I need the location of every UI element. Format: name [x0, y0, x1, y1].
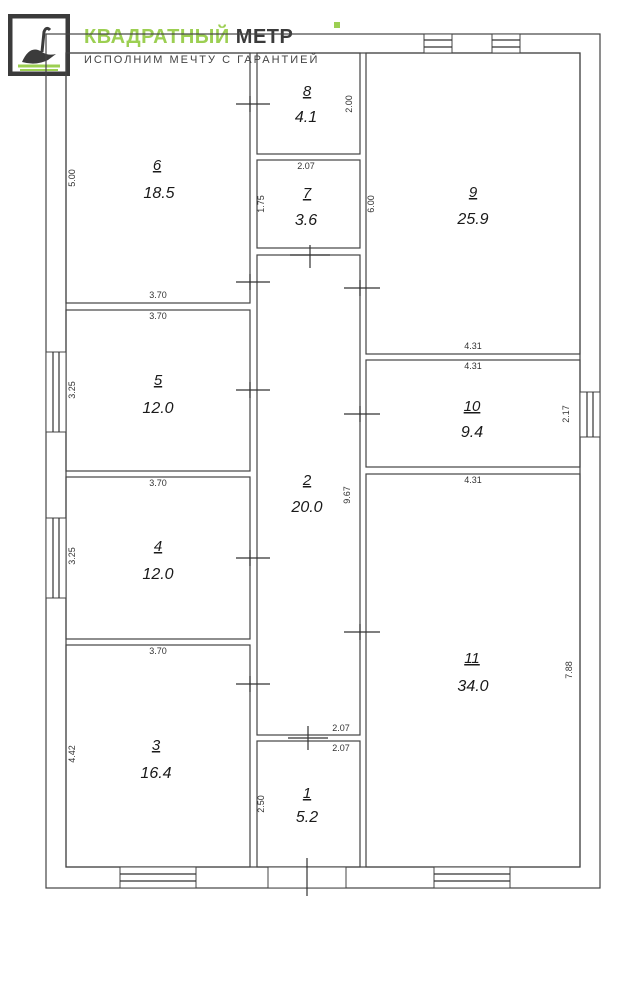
- room-11-outline: [365, 473, 581, 868]
- window-right-room-10: [579, 391, 601, 438]
- room-6-area: 18.5: [143, 185, 174, 202]
- room-10-number: 10: [464, 398, 481, 415]
- room-2-area: 20.0: [290, 499, 322, 516]
- dim-room-5-width: 3.70: [149, 311, 167, 321]
- brand-name: КВАДРАТНЫЙ МЕТР: [84, 26, 293, 49]
- window-bottom-room-3: [119, 866, 197, 889]
- room-1-number: 1: [303, 785, 311, 802]
- room-7-outline: [256, 159, 361, 249]
- brand-dot-icon: [334, 22, 340, 28]
- brand-name-part1: КВАДРАТНЫЙ: [84, 26, 230, 48]
- dim-room-11-width: 4.31: [464, 475, 482, 485]
- room-7-number: 7: [303, 185, 312, 202]
- dim-room-1-height: 2.50: [256, 795, 266, 813]
- stork-logo-icon: [8, 14, 70, 76]
- room-4-number: 4: [154, 538, 162, 555]
- dim-room-7-height: 1.75: [256, 195, 266, 213]
- room-9-area: 25.9: [456, 211, 488, 228]
- dim-room-10-width: 4.31: [464, 361, 482, 371]
- windows: [45, 33, 601, 889]
- window-top-left: [423, 33, 453, 54]
- room-1-outline: [256, 740, 361, 868]
- room-5-number: 5: [154, 372, 163, 389]
- dim-room-3-height: 4.42: [67, 745, 77, 763]
- room-10-area: 9.4: [461, 424, 483, 441]
- dim-room-6-width: 3.70: [149, 290, 167, 300]
- room-3-area: 16.4: [140, 765, 171, 782]
- window-bottom-room-11: [433, 866, 511, 889]
- dim-room-4-width: 3.70: [149, 478, 167, 488]
- room-3-number: 3: [152, 737, 161, 754]
- dim-room-2-height: 9.67: [342, 486, 352, 504]
- room-9-number: 9: [469, 184, 478, 201]
- room-4-outline: [65, 476, 251, 640]
- room-8-area: 4.1: [295, 109, 317, 126]
- dim-room-9-height: 6.00: [366, 195, 376, 213]
- window-left-room-4: [45, 517, 67, 599]
- dim-room-3-width: 3.70: [149, 646, 167, 656]
- dim-room-9-width: 4.31: [464, 341, 482, 351]
- room-8-number: 8: [303, 83, 312, 100]
- dim-room-7-width: 2.07: [297, 161, 315, 171]
- room-9-outline: [365, 52, 581, 355]
- outer-wall-outline: [45, 33, 601, 889]
- inner-wall-outline: [65, 52, 581, 868]
- dim-room-2-width: 2.07: [332, 723, 350, 733]
- room-6-number: 6: [153, 157, 162, 174]
- dim-room-1-width: 2.07: [332, 743, 350, 753]
- room-6-outline: [65, 52, 251, 304]
- dim-room-4-height: 3.25: [67, 547, 77, 565]
- room-7-area: 3.6: [295, 212, 317, 229]
- room-5-area: 12.0: [142, 400, 173, 417]
- dim-room-11-height: 7.88: [564, 661, 574, 679]
- brand-tagline: ИСПОЛНИМ МЕЧТУ С ГАРАНТИЕЙ: [84, 54, 320, 66]
- room-3-outline: [65, 644, 251, 868]
- doors: [236, 96, 380, 896]
- brand-name-part2: МЕТР: [235, 26, 294, 48]
- dim-room-8-height: 2.00: [344, 95, 354, 113]
- room-5-outline: [65, 309, 251, 472]
- window-top-right: [491, 33, 521, 54]
- dim-room-5-height: 3.25: [67, 381, 77, 399]
- company-logo: КВАДРАТНЫЙ МЕТР ИСПОЛНИМ МЕЧТУ С ГАРАНТИ…: [8, 14, 348, 78]
- dim-room-6-height: 5.00: [67, 169, 77, 187]
- dimension-labels: 3.70 3.70 5.00 3.25 3.70 3.25 3.70 4.42 …: [67, 95, 574, 813]
- room-2-number: 2: [302, 472, 312, 489]
- room-11-area: 34.0: [457, 678, 488, 695]
- room-11-number: 11: [464, 650, 480, 667]
- dim-room-10-height: 2.17: [561, 405, 571, 423]
- room-4-area: 12.0: [142, 566, 173, 583]
- room-labels: 6 18.5 5 12.0 4 12.0 3 16.4 8 4.1 7 3.6 …: [140, 83, 488, 826]
- window-left-room-5: [45, 351, 67, 433]
- room-1-area: 5.2: [296, 809, 318, 826]
